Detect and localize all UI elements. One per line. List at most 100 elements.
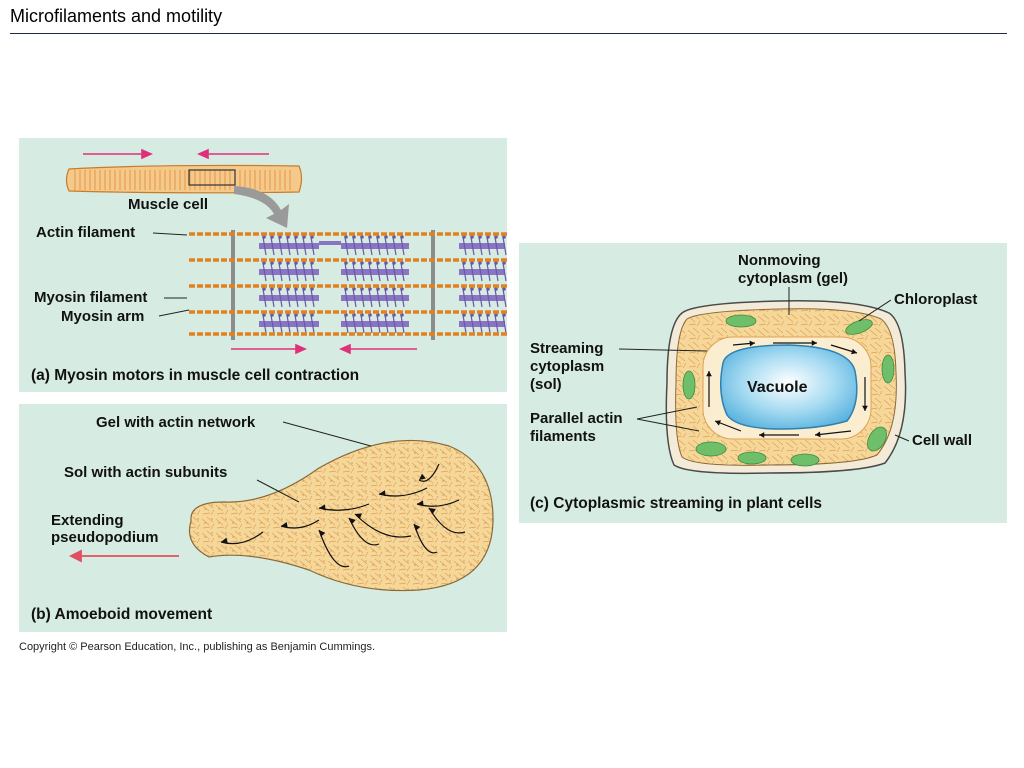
myosin-head <box>262 261 266 265</box>
arrow-head <box>429 508 436 515</box>
myosin-head <box>344 313 348 317</box>
myosin-head <box>462 235 466 239</box>
leader-line <box>158 309 190 317</box>
myosin-head <box>494 313 498 317</box>
chloroplast-shape <box>790 453 820 467</box>
myosin-arm <box>270 314 275 334</box>
leader-line <box>858 299 892 322</box>
myosin-arm <box>294 314 299 334</box>
myosin-arm <box>262 236 267 256</box>
myosin-head <box>286 235 290 239</box>
arrow-head <box>355 513 362 520</box>
myosin-head <box>352 313 356 317</box>
myosin-arm <box>478 236 483 256</box>
myosin-head <box>376 261 380 265</box>
myosin-head <box>278 235 282 239</box>
label-sol: (sol) <box>530 376 562 393</box>
stream-arrow <box>814 430 852 436</box>
leader-line <box>256 479 300 503</box>
myosin-arm <box>368 314 373 334</box>
myosin-head <box>400 313 404 317</box>
arrow-head <box>221 537 228 544</box>
myosin-filament <box>459 321 505 327</box>
myosin-arm <box>478 288 483 308</box>
arrow-head <box>749 340 755 347</box>
myosin-arm <box>286 262 291 282</box>
myosin-arm <box>310 236 315 256</box>
slide-title: Microfilaments and motility <box>10 6 223 26</box>
myosin-head <box>262 287 266 291</box>
myosin-head <box>286 261 290 265</box>
arrow-head <box>862 405 868 411</box>
cytoplasm-flow-arrows <box>220 463 466 568</box>
label-filaments: filaments <box>530 428 596 445</box>
myosin-arm <box>376 288 381 308</box>
myosin-head <box>344 261 348 265</box>
myosin-arm <box>400 262 405 282</box>
myosin-filament <box>341 243 409 249</box>
streaming-arrows <box>706 340 868 438</box>
myosin-head <box>486 235 490 239</box>
label-myosin-filament: Myosin filament <box>34 289 147 306</box>
myosin-head <box>360 235 364 239</box>
myosin-head <box>294 313 298 317</box>
myosin-arm <box>352 262 357 282</box>
label-myosin-arm: Myosin arm <box>61 308 144 325</box>
flow-arrow <box>418 463 440 482</box>
myosin-arm <box>360 262 365 282</box>
myosin-head <box>494 235 498 239</box>
myosin-head <box>310 313 314 317</box>
myosin-head <box>494 261 498 265</box>
myosin-filament <box>459 243 505 249</box>
arrow-head <box>319 530 326 537</box>
muscle-diagram: Muscle cell Actin filament Myosin filame… <box>31 148 507 384</box>
myosin-head <box>302 235 306 239</box>
label-cytoplasm-gel: cytoplasm (gel) <box>738 270 848 287</box>
myosin-head <box>392 261 396 265</box>
myosin-head <box>294 235 298 239</box>
myosin-head <box>360 287 364 291</box>
label-cytoplasm: cytoplasm <box>530 358 604 375</box>
myosin-head <box>392 287 396 291</box>
myosin-head <box>294 261 298 265</box>
myosin-head <box>368 261 372 265</box>
chloroplasts <box>682 314 895 467</box>
chloroplast-shape <box>737 451 767 465</box>
myosin-arm <box>400 288 405 308</box>
chloroplast-shape <box>881 354 895 384</box>
myosin-head <box>302 261 306 265</box>
myosin-arm <box>368 262 373 282</box>
myosin-head <box>470 313 474 317</box>
label-muscle-cell: Muscle cell <box>128 196 208 213</box>
myosin-head <box>392 313 396 317</box>
myosin-arm <box>270 262 275 282</box>
myosin-arm <box>278 288 283 308</box>
myosin-head <box>286 287 290 291</box>
panel-cytoplasmic-streaming: Vacuole Nonmoving cytoplasm (gel) Chloro… <box>519 243 1007 523</box>
myosin-head <box>384 313 388 317</box>
myosin-arm <box>360 314 365 334</box>
myosin-arm <box>352 236 357 256</box>
myosin-arm <box>392 262 397 282</box>
leader-line <box>282 421 372 447</box>
myosin-head <box>368 313 372 317</box>
myosin-arm <box>384 262 389 282</box>
myosin-head <box>270 313 274 317</box>
arrow-head <box>851 348 857 355</box>
myosin-arm <box>294 288 299 308</box>
myosin-head <box>478 313 482 317</box>
arrow-head <box>379 490 386 497</box>
myosin-filament <box>459 269 505 275</box>
myosin-head <box>286 313 290 317</box>
myosin-head <box>384 261 388 265</box>
label-gel-actin-network: Gel with actin network <box>96 414 256 431</box>
myosin-head <box>502 235 506 239</box>
myosin-arm <box>486 262 491 282</box>
myosin-arm <box>462 314 467 334</box>
myosin-head <box>376 287 380 291</box>
myosin-head <box>310 235 314 239</box>
myosin-arm <box>392 236 397 256</box>
myosin-arm <box>294 262 299 282</box>
myosin-arm <box>502 288 507 308</box>
myosin-filament <box>341 321 409 327</box>
